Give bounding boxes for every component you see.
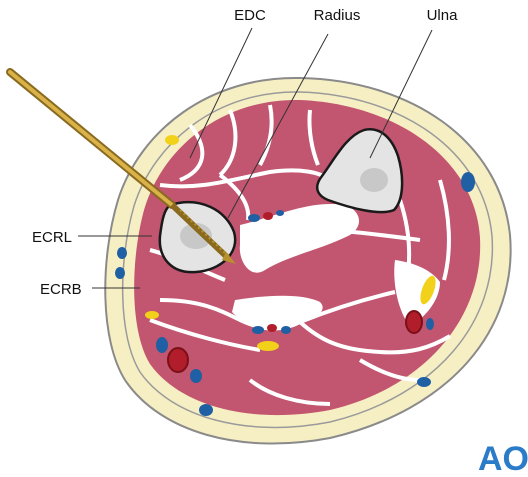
ao-logo: AO	[478, 440, 528, 477]
vein-ulnar-1	[426, 318, 434, 330]
artery-deep-1	[263, 212, 273, 220]
artery-median	[267, 324, 277, 332]
vein-median-2	[281, 326, 291, 334]
label-ulna: Ulna	[427, 7, 459, 24]
vein-radial-3	[156, 337, 168, 353]
vein-radial-4	[190, 369, 202, 383]
nerve-lateral-cutaneous	[165, 135, 179, 145]
vein-deep-1	[248, 214, 260, 222]
vein-deep-2	[276, 210, 284, 216]
vein-ulnar-2	[417, 377, 431, 387]
vein-radial-2	[115, 267, 125, 279]
vein-dorsal-ulnar	[461, 172, 475, 192]
label-radius: Radius	[314, 7, 361, 24]
label-edc: EDC	[234, 7, 266, 24]
label-ecrl: ECRL	[32, 229, 72, 246]
artery-ulnar	[406, 311, 422, 333]
nerve-median	[257, 341, 279, 351]
artery-radial	[168, 348, 188, 372]
label-ecrb: ECRB	[40, 281, 82, 298]
nerve-superficial-radial	[145, 311, 159, 319]
vein-radial-1	[117, 247, 127, 259]
vein-ventral	[199, 404, 213, 416]
vein-median-1	[252, 326, 264, 334]
